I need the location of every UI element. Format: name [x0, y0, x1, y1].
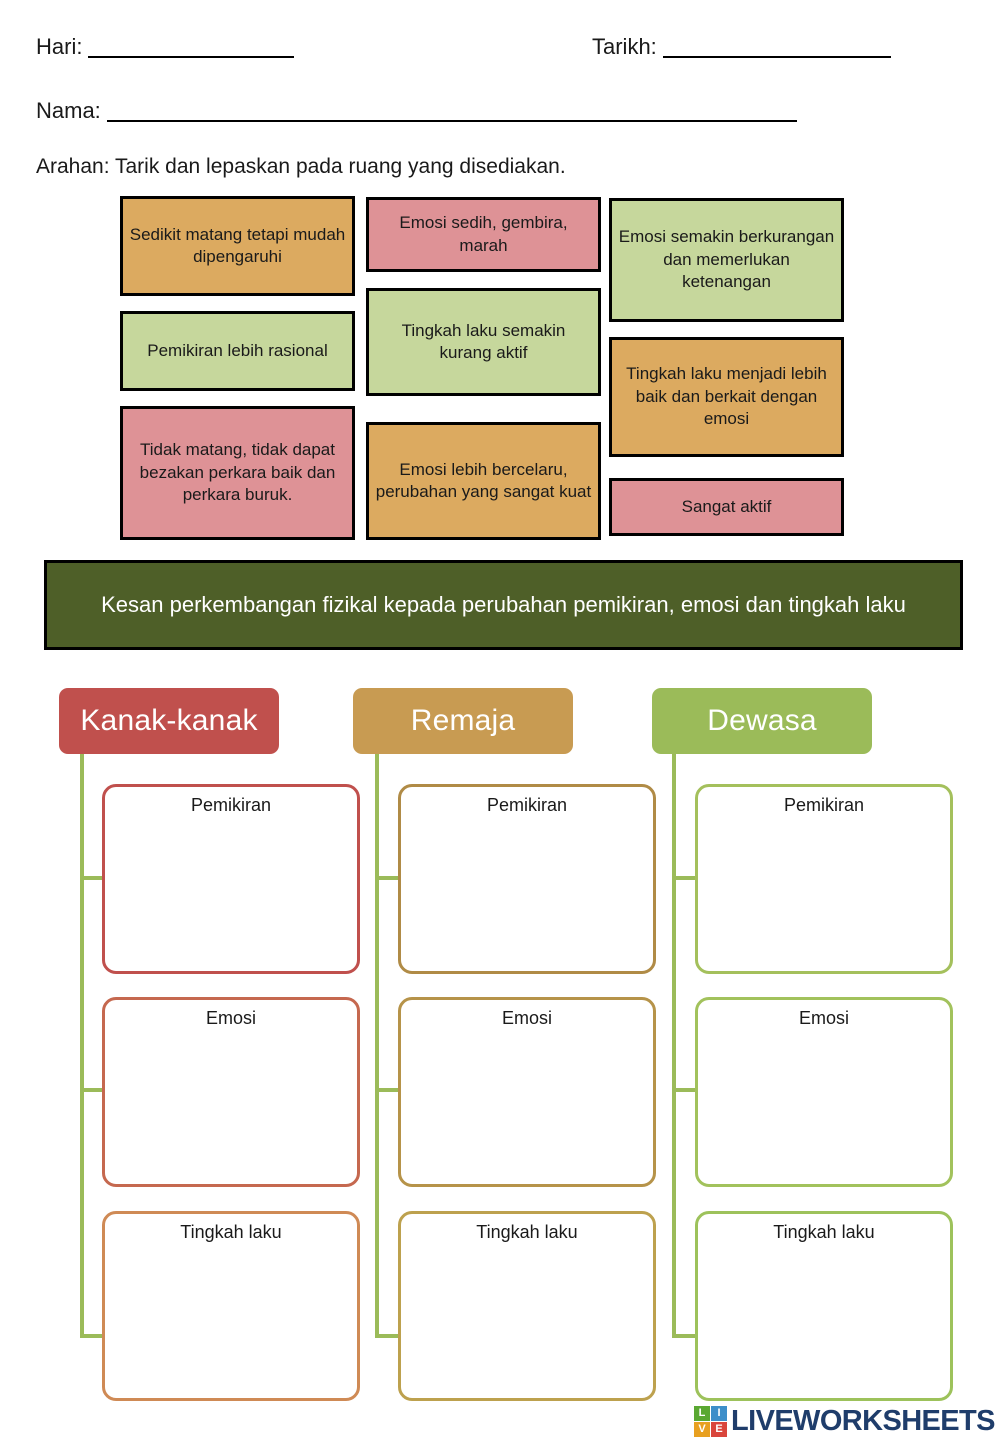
- draggable-tile[interactable]: Emosi sedih, gembira, marah: [366, 197, 601, 272]
- dropzone-kanak-kanak-pemikiran[interactable]: Pemikiran: [102, 784, 360, 974]
- connector-branch: [375, 1334, 401, 1338]
- connector-branch: [672, 876, 698, 880]
- category-label: Kanak-kanak: [80, 704, 258, 737]
- dropzone-label: Emosi: [501, 1008, 552, 1028]
- connector-branch: [672, 1334, 698, 1338]
- connector-trunk: [80, 754, 84, 1338]
- banner-title: Kesan perkembangan fizikal kepada peruba…: [44, 560, 963, 650]
- connector-branch: [375, 876, 401, 880]
- connector-branch: [375, 1088, 401, 1092]
- nama-input[interactable]: [106, 104, 797, 122]
- connector-branch: [80, 1334, 106, 1338]
- draggable-tile[interactable]: Sangat aktif: [609, 478, 844, 536]
- connector-trunk: [672, 754, 676, 1338]
- hari-label: Hari:: [36, 34, 83, 59]
- hari-field-row: Hari:: [36, 34, 295, 59]
- instruction-text: Arahan: Tarik dan lepaskan pada ruang ya…: [36, 155, 566, 178]
- draggable-tile[interactable]: Emosi semakin berkurangan dan memerlukan…: [609, 198, 844, 322]
- dropzone-label: Tingkah laku: [773, 1222, 875, 1242]
- nama-label: Nama:: [36, 98, 101, 123]
- draggable-tile[interactable]: Emosi lebih bercelaru, perubahan yang sa…: [366, 422, 601, 540]
- dropzone-label: Tingkah laku: [476, 1222, 578, 1242]
- liveworksheets-logo[interactable]: L I V E LIVEWORKSHEETS: [694, 1404, 996, 1438]
- dropzone-label: Tingkah laku: [180, 1222, 282, 1242]
- dropzone-remaja-pemikiran[interactable]: Pemikiran: [398, 784, 656, 974]
- draggable-tile[interactable]: Tingkah laku menjadi lebih baik dan berk…: [609, 337, 844, 457]
- category-label: Remaja: [410, 704, 516, 737]
- liveworksheets-logo-icon: L I V E: [694, 1405, 727, 1437]
- dropzone-label: Emosi: [205, 1008, 256, 1028]
- category-header-remaja: Remaja: [353, 688, 573, 754]
- category-label: Dewasa: [707, 704, 817, 737]
- dropzone-remaja-tingkah-laku[interactable]: Tingkah laku: [398, 1211, 656, 1401]
- dropzone-kanak-kanak-emosi[interactable]: Emosi: [102, 997, 360, 1187]
- category-header-kanak-kanak: Kanak-kanak: [59, 688, 279, 754]
- dropzone-label: Emosi: [798, 1008, 849, 1028]
- dropzone-dewasa-pemikiran[interactable]: Pemikiran: [695, 784, 953, 974]
- draggable-tile[interactable]: Pemikiran lebih rasional: [120, 311, 355, 391]
- logo-cell-l: L: [694, 1405, 710, 1421]
- nama-field-row: Nama:: [36, 100, 797, 122]
- dropzone-kanak-kanak-tingkah-laku[interactable]: Tingkah laku: [102, 1211, 360, 1401]
- dropzone-label: Pemikiran: [783, 795, 865, 815]
- tarikh-input[interactable]: [662, 40, 891, 58]
- tarikh-label: Tarikh:: [592, 34, 657, 59]
- category-header-dewasa: Dewasa: [652, 688, 872, 754]
- logo-cell-i: I: [711, 1405, 727, 1421]
- connector-trunk: [375, 754, 379, 1338]
- liveworksheets-wordmark: LIVEWORKSHEETS: [731, 1404, 996, 1437]
- dropzone-label: Pemikiran: [190, 795, 272, 815]
- connector-branch: [80, 876, 106, 880]
- draggable-tile[interactable]: Tidak matang, tidak dapat bezakan perkar…: [120, 406, 355, 540]
- connector-branch: [672, 1088, 698, 1092]
- draggable-tile[interactable]: Sedikit matang tetapi mudah dipengaruhi: [120, 196, 355, 296]
- dropzone-dewasa-emosi[interactable]: Emosi: [695, 997, 953, 1187]
- draggable-tile[interactable]: Tingkah laku semakin kurang aktif: [366, 288, 601, 396]
- dropzone-dewasa-tingkah-laku[interactable]: Tingkah laku: [695, 1211, 953, 1401]
- dropzone-label: Pemikiran: [486, 795, 568, 815]
- connector-branch: [80, 1088, 106, 1092]
- hari-input[interactable]: [88, 40, 295, 58]
- logo-cell-e: E: [711, 1421, 727, 1437]
- tarikh-field-row: Tarikh:: [592, 36, 891, 58]
- dropzone-remaja-emosi[interactable]: Emosi: [398, 997, 656, 1187]
- logo-cell-v: V: [694, 1421, 710, 1437]
